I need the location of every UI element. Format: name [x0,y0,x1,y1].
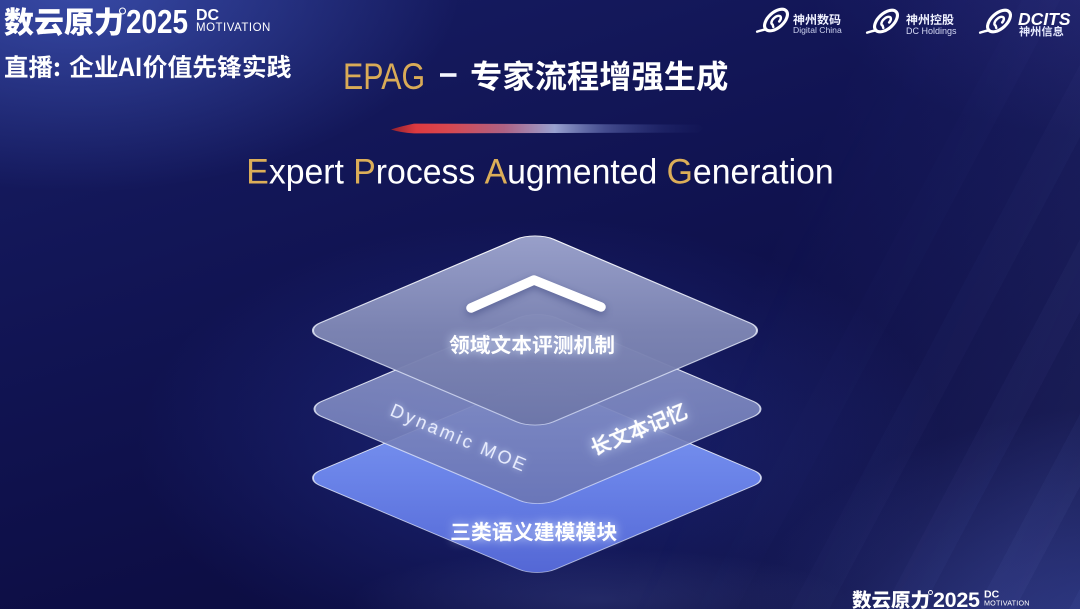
svg-text:EPAG: EPAG [343,56,425,98]
svg-text:DC: DC [984,589,1000,601]
svg-text:MOTIVATION: MOTIVATION [984,599,1030,608]
svg-text:MOTIVATION: MOTIVATION [196,22,271,34]
svg-text:DC Holdings: DC Holdings [906,26,957,36]
svg-text:Digital China: Digital China [793,25,842,35]
svg-text:2025: 2025 [126,4,188,41]
svg-text:Expert Process Augmented Gener: Expert Process Augmented Generation [246,153,833,192]
svg-text:DCITS: DCITS [1018,9,1071,29]
svg-text:DC: DC [196,7,220,24]
svg-text:2025: 2025 [933,588,980,609]
